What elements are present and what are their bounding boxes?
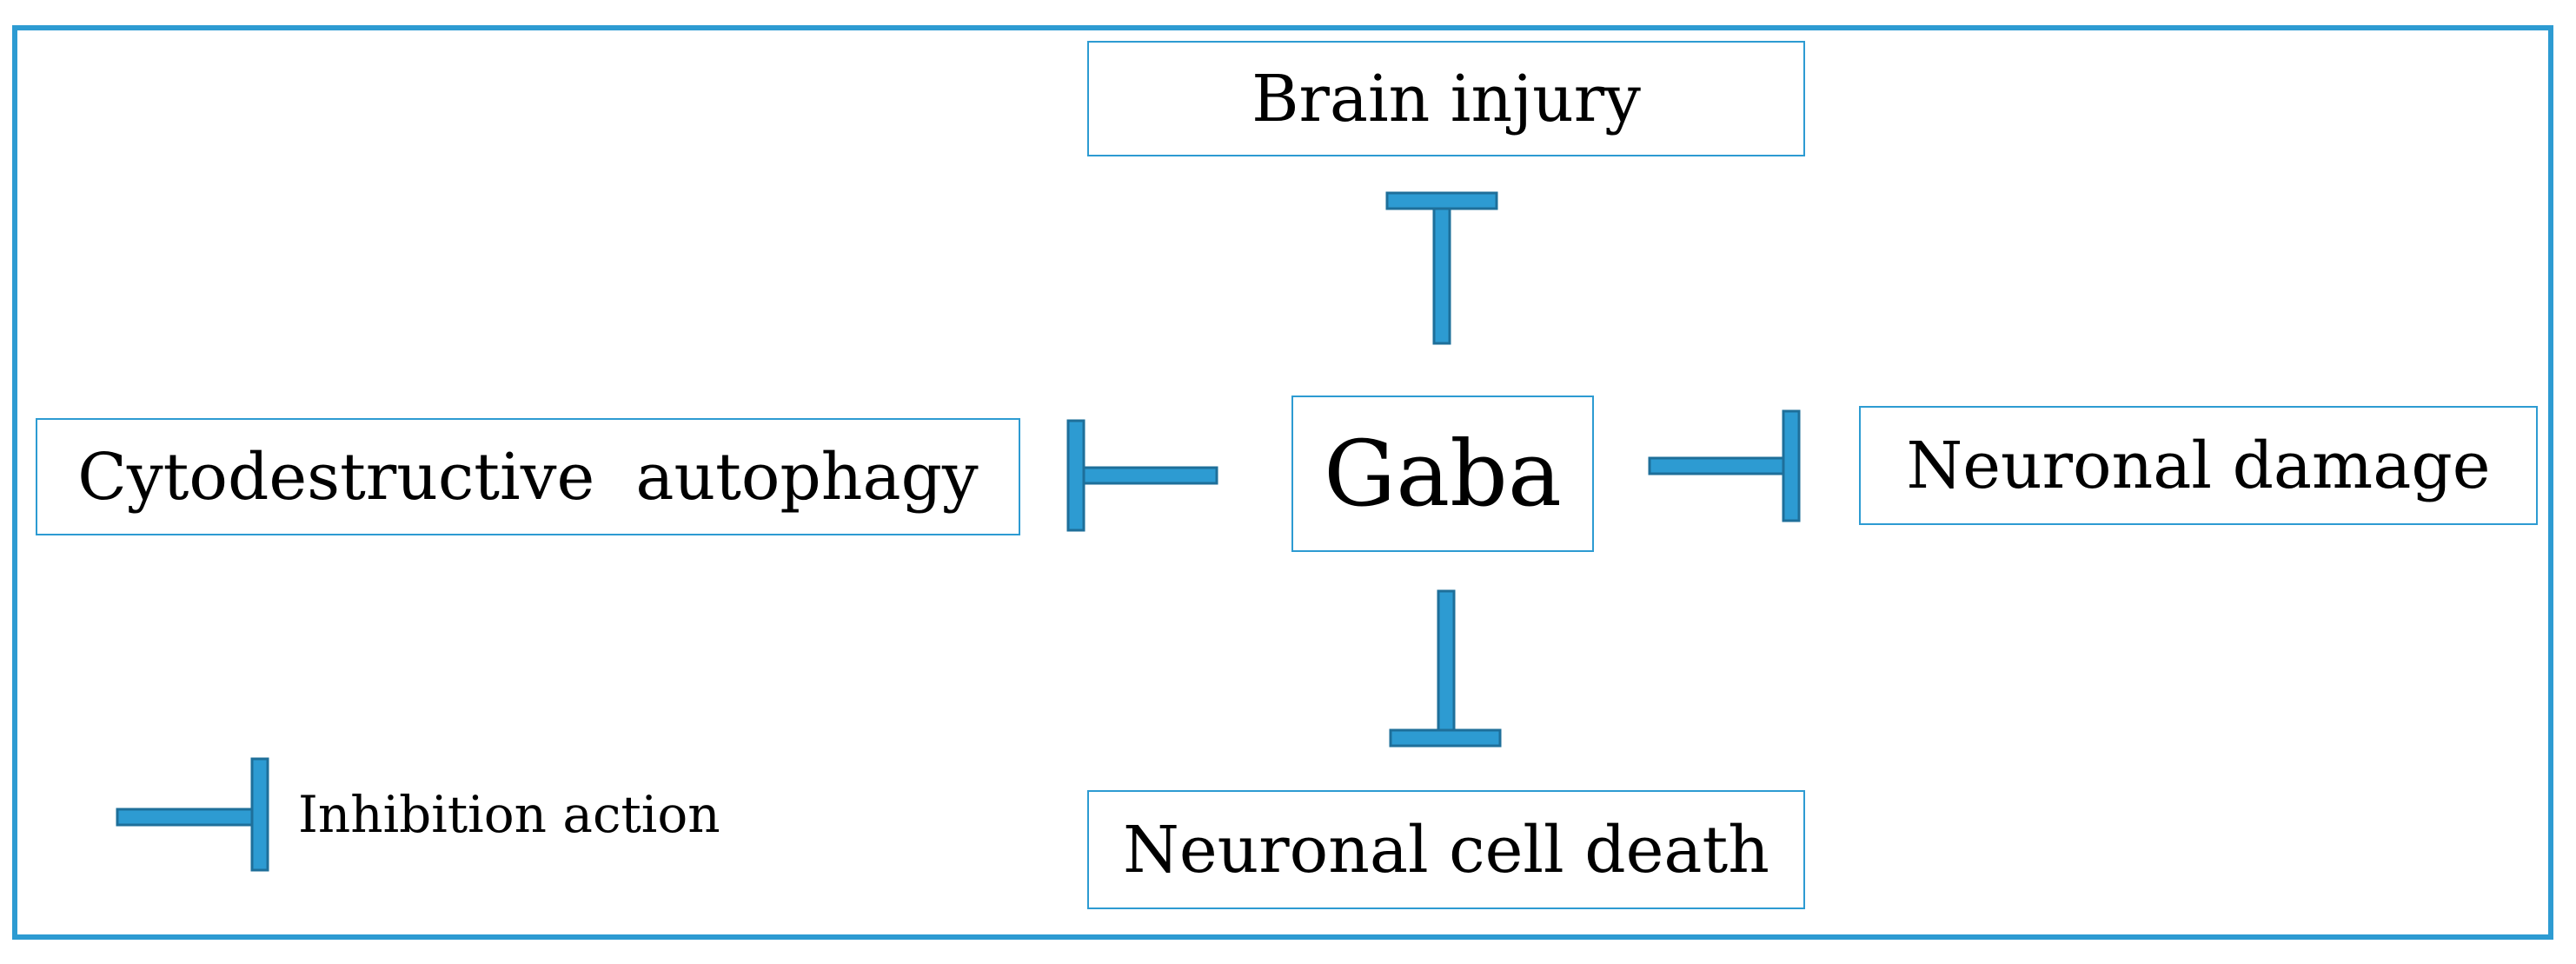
edge-shaft <box>1432 203 1451 345</box>
node-label: Brain injury <box>1251 61 1641 136</box>
edge-shaft <box>1648 456 1787 475</box>
node-brain-injury: Brain injury <box>1087 41 1805 156</box>
node-gaba: Gaba <box>1291 396 1594 552</box>
legend-bar <box>250 757 269 872</box>
edge-gaba-cytodestructive-autophagy <box>1066 419 1218 532</box>
node-label: Neuronal cell death <box>1123 812 1769 888</box>
legend-inhibition-symbol <box>116 757 269 872</box>
edge-shaft <box>1437 589 1456 735</box>
edge-gaba-neuronal-cell-death <box>1389 589 1502 748</box>
inhibition-bar <box>1066 419 1086 532</box>
node-cytodestructive-autophagy: Cytodestructive autophagy <box>36 418 1020 535</box>
inhibition-bar <box>1389 728 1502 748</box>
inhibition-bar <box>1385 191 1498 210</box>
node-neuronal-cell-death: Neuronal cell death <box>1087 790 1805 909</box>
node-label: Cytodestructive autophagy <box>77 439 979 515</box>
node-neuronal-damage: Neuronal damage <box>1859 406 2538 525</box>
inhibition-bar <box>1782 409 1801 522</box>
edge-shaft <box>1080 466 1218 485</box>
edge-gaba-neuronal-damage <box>1648 409 1801 522</box>
edge-gaba-brain-injury <box>1385 191 1498 345</box>
diagram-frame <box>12 25 2553 940</box>
legend-shaft <box>116 808 258 827</box>
node-label: Gaba <box>1324 421 1562 527</box>
node-label: Neuronal damage <box>1906 428 2491 503</box>
legend-label: Inhibition action <box>298 785 720 844</box>
